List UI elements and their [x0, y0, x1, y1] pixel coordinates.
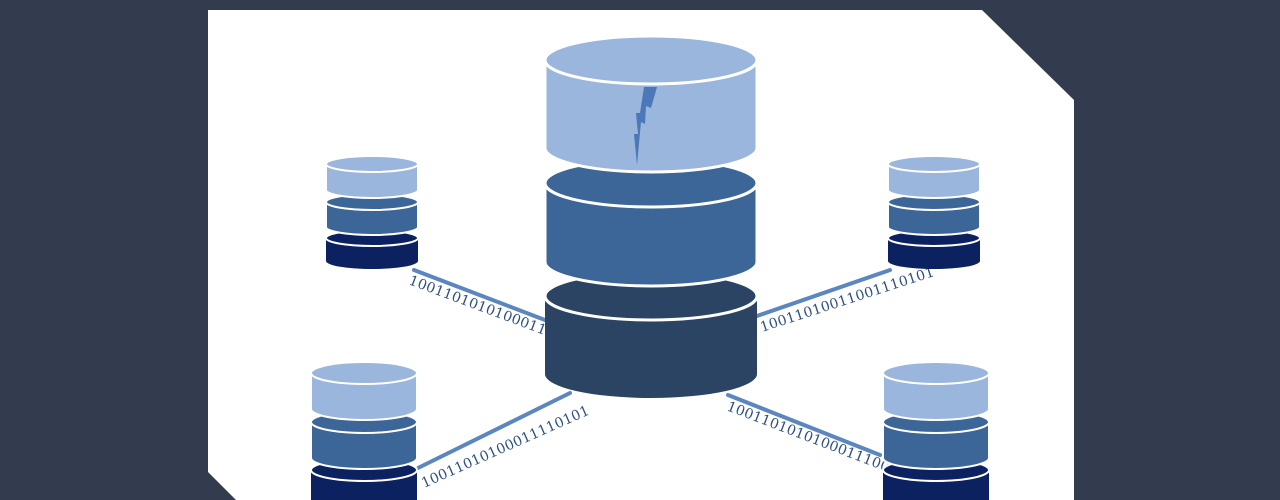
- crack-icon: [634, 87, 657, 165]
- db-tr-tier-middle: [887, 193, 981, 236]
- database-top-right: [887, 155, 981, 269]
- line-top-left: [412, 268, 547, 322]
- db-tl-tier-top: [325, 155, 419, 199]
- database-bottom-right: [882, 361, 990, 500]
- line-top-right: [755, 268, 892, 318]
- central-tier-top: [543, 34, 759, 174]
- db-br-tier-top: [882, 361, 990, 421]
- connection-lines: [412, 268, 892, 470]
- line-bottom-right: [726, 393, 882, 457]
- line-bottom-left: [416, 391, 572, 470]
- central-tier-middle: [543, 157, 759, 288]
- database-bottom-left: [310, 361, 418, 500]
- db-bl-tier-top: [310, 361, 418, 421]
- central-database: [543, 34, 759, 398]
- central-tier-bottom: [543, 270, 759, 398]
- db-tr-tier-top: [887, 155, 981, 199]
- database-top-left: [325, 155, 419, 269]
- db-tl-tier-middle: [325, 193, 419, 236]
